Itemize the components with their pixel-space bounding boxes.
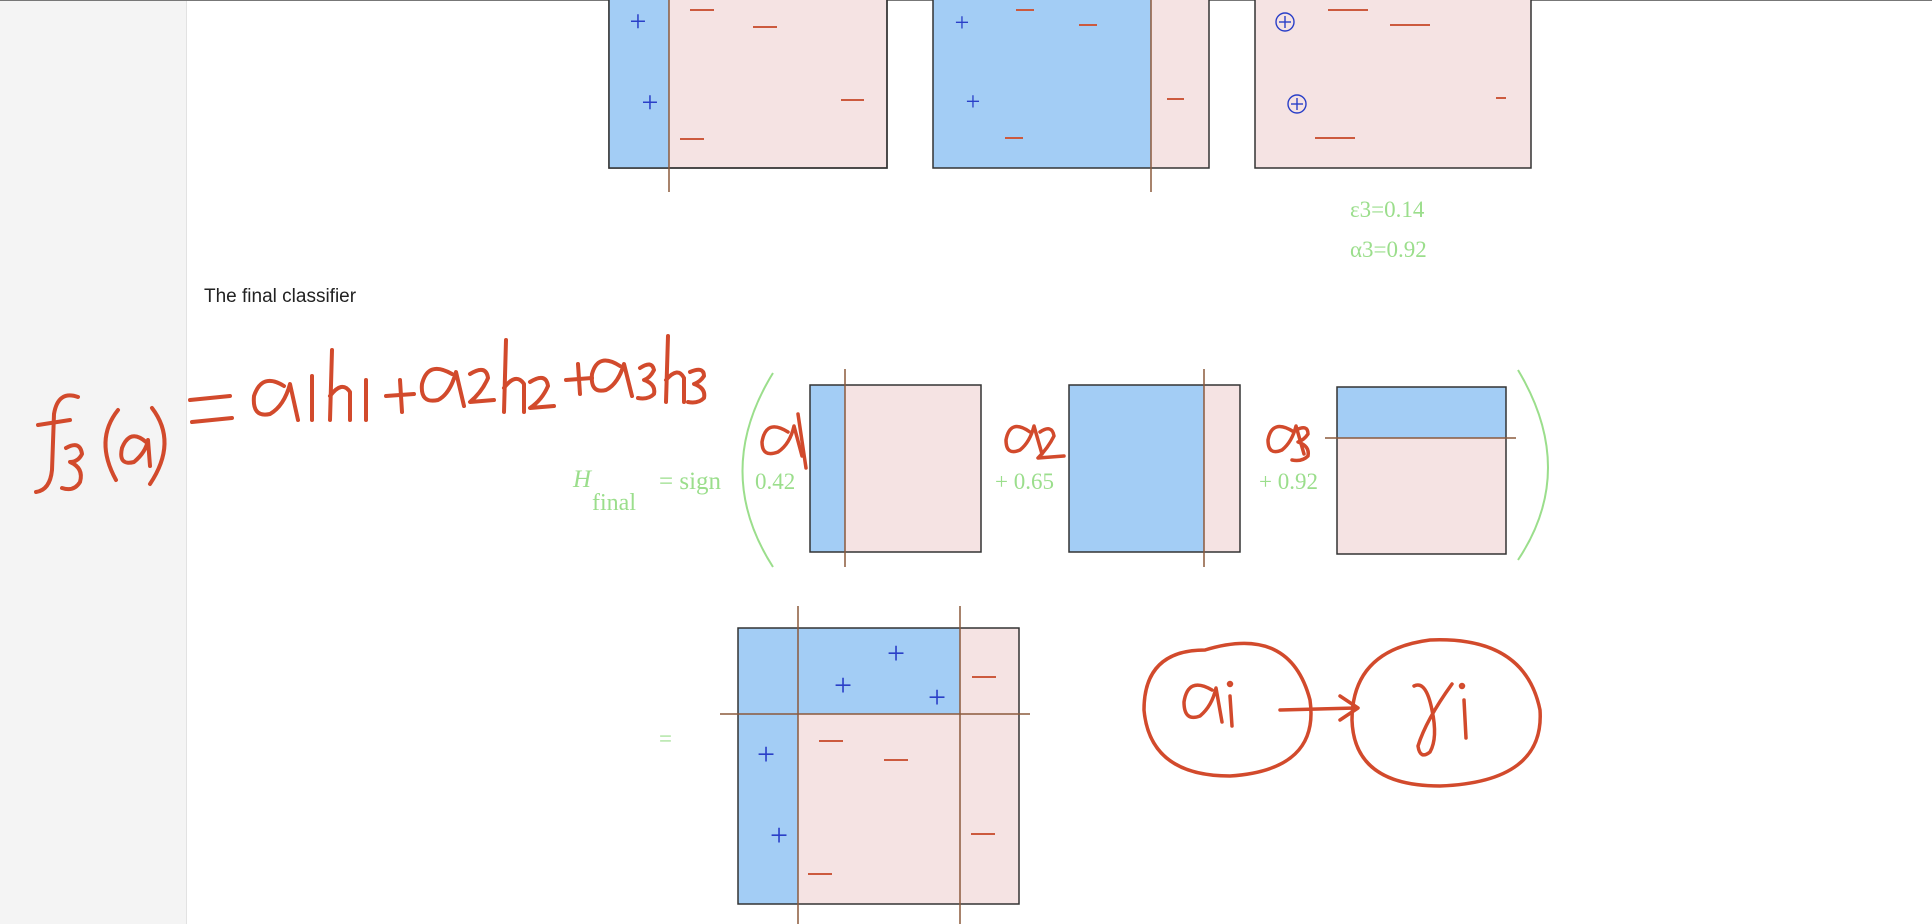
right-paren <box>1517 369 1549 561</box>
alpha-i-glyph <box>1182 683 1224 724</box>
combined-frame <box>737 627 1020 905</box>
classifier-h2 <box>1068 369 1241 567</box>
classifier-h3 <box>1325 386 1516 555</box>
round2-diagram: + + <box>932 0 1210 192</box>
handwritten-mapping <box>1142 638 1542 788</box>
h-symbol: H <box>572 466 593 493</box>
combined-positive-top <box>738 628 960 714</box>
combined-classifier: + + + + + <box>720 606 1030 924</box>
result-equals: = <box>659 726 672 751</box>
plus-sign: + <box>770 817 788 853</box>
section-heading: The final classifier <box>204 286 357 307</box>
round3-weight: α3=0.92 <box>1350 237 1427 262</box>
sign-label: = sign <box>659 468 722 495</box>
plus-sign: + <box>966 87 981 116</box>
round1-diagram: + + <box>608 0 888 192</box>
round1-frame <box>608 0 888 169</box>
plus-sign: + <box>630 5 647 38</box>
h-subscript: final <box>592 490 636 516</box>
weight-3: + 0.92 <box>1259 469 1318 494</box>
plus-sign: + <box>834 667 852 703</box>
plus-sign: + <box>928 679 946 715</box>
round2-frame <box>932 0 1210 169</box>
weight-2: + 0.65 <box>995 469 1054 494</box>
circled-plus <box>1275 12 1295 32</box>
left-gutter <box>0 0 187 924</box>
plus-sign: + <box>887 635 905 671</box>
round3-box <box>1254 0 1532 169</box>
classifier-h1 <box>809 369 982 567</box>
handwritten-weight-labels <box>760 412 1311 470</box>
alpha-circle <box>1142 641 1313 778</box>
handwritten-formula <box>34 334 707 494</box>
round1-positive-region <box>609 0 669 168</box>
round2-positive-region <box>933 0 1151 168</box>
combined-positive-left <box>738 714 798 904</box>
left-paren <box>741 372 774 568</box>
gamma-circle <box>1350 638 1542 788</box>
arrow <box>1278 706 1358 712</box>
round3-diagram <box>1254 0 1532 169</box>
final-classifier-formula: H final = sign 0.42 + 0.65 + 0.92 <box>572 369 1549 568</box>
plus-sign: + <box>757 736 775 772</box>
gamma-i-glyph <box>1412 682 1454 757</box>
round3-error: ε3=0.14 <box>1350 197 1425 222</box>
plus-sign: + <box>955 8 970 37</box>
circled-plus <box>1287 94 1307 114</box>
weight-1: 0.42 <box>755 469 795 494</box>
plus-sign: + <box>642 86 659 119</box>
